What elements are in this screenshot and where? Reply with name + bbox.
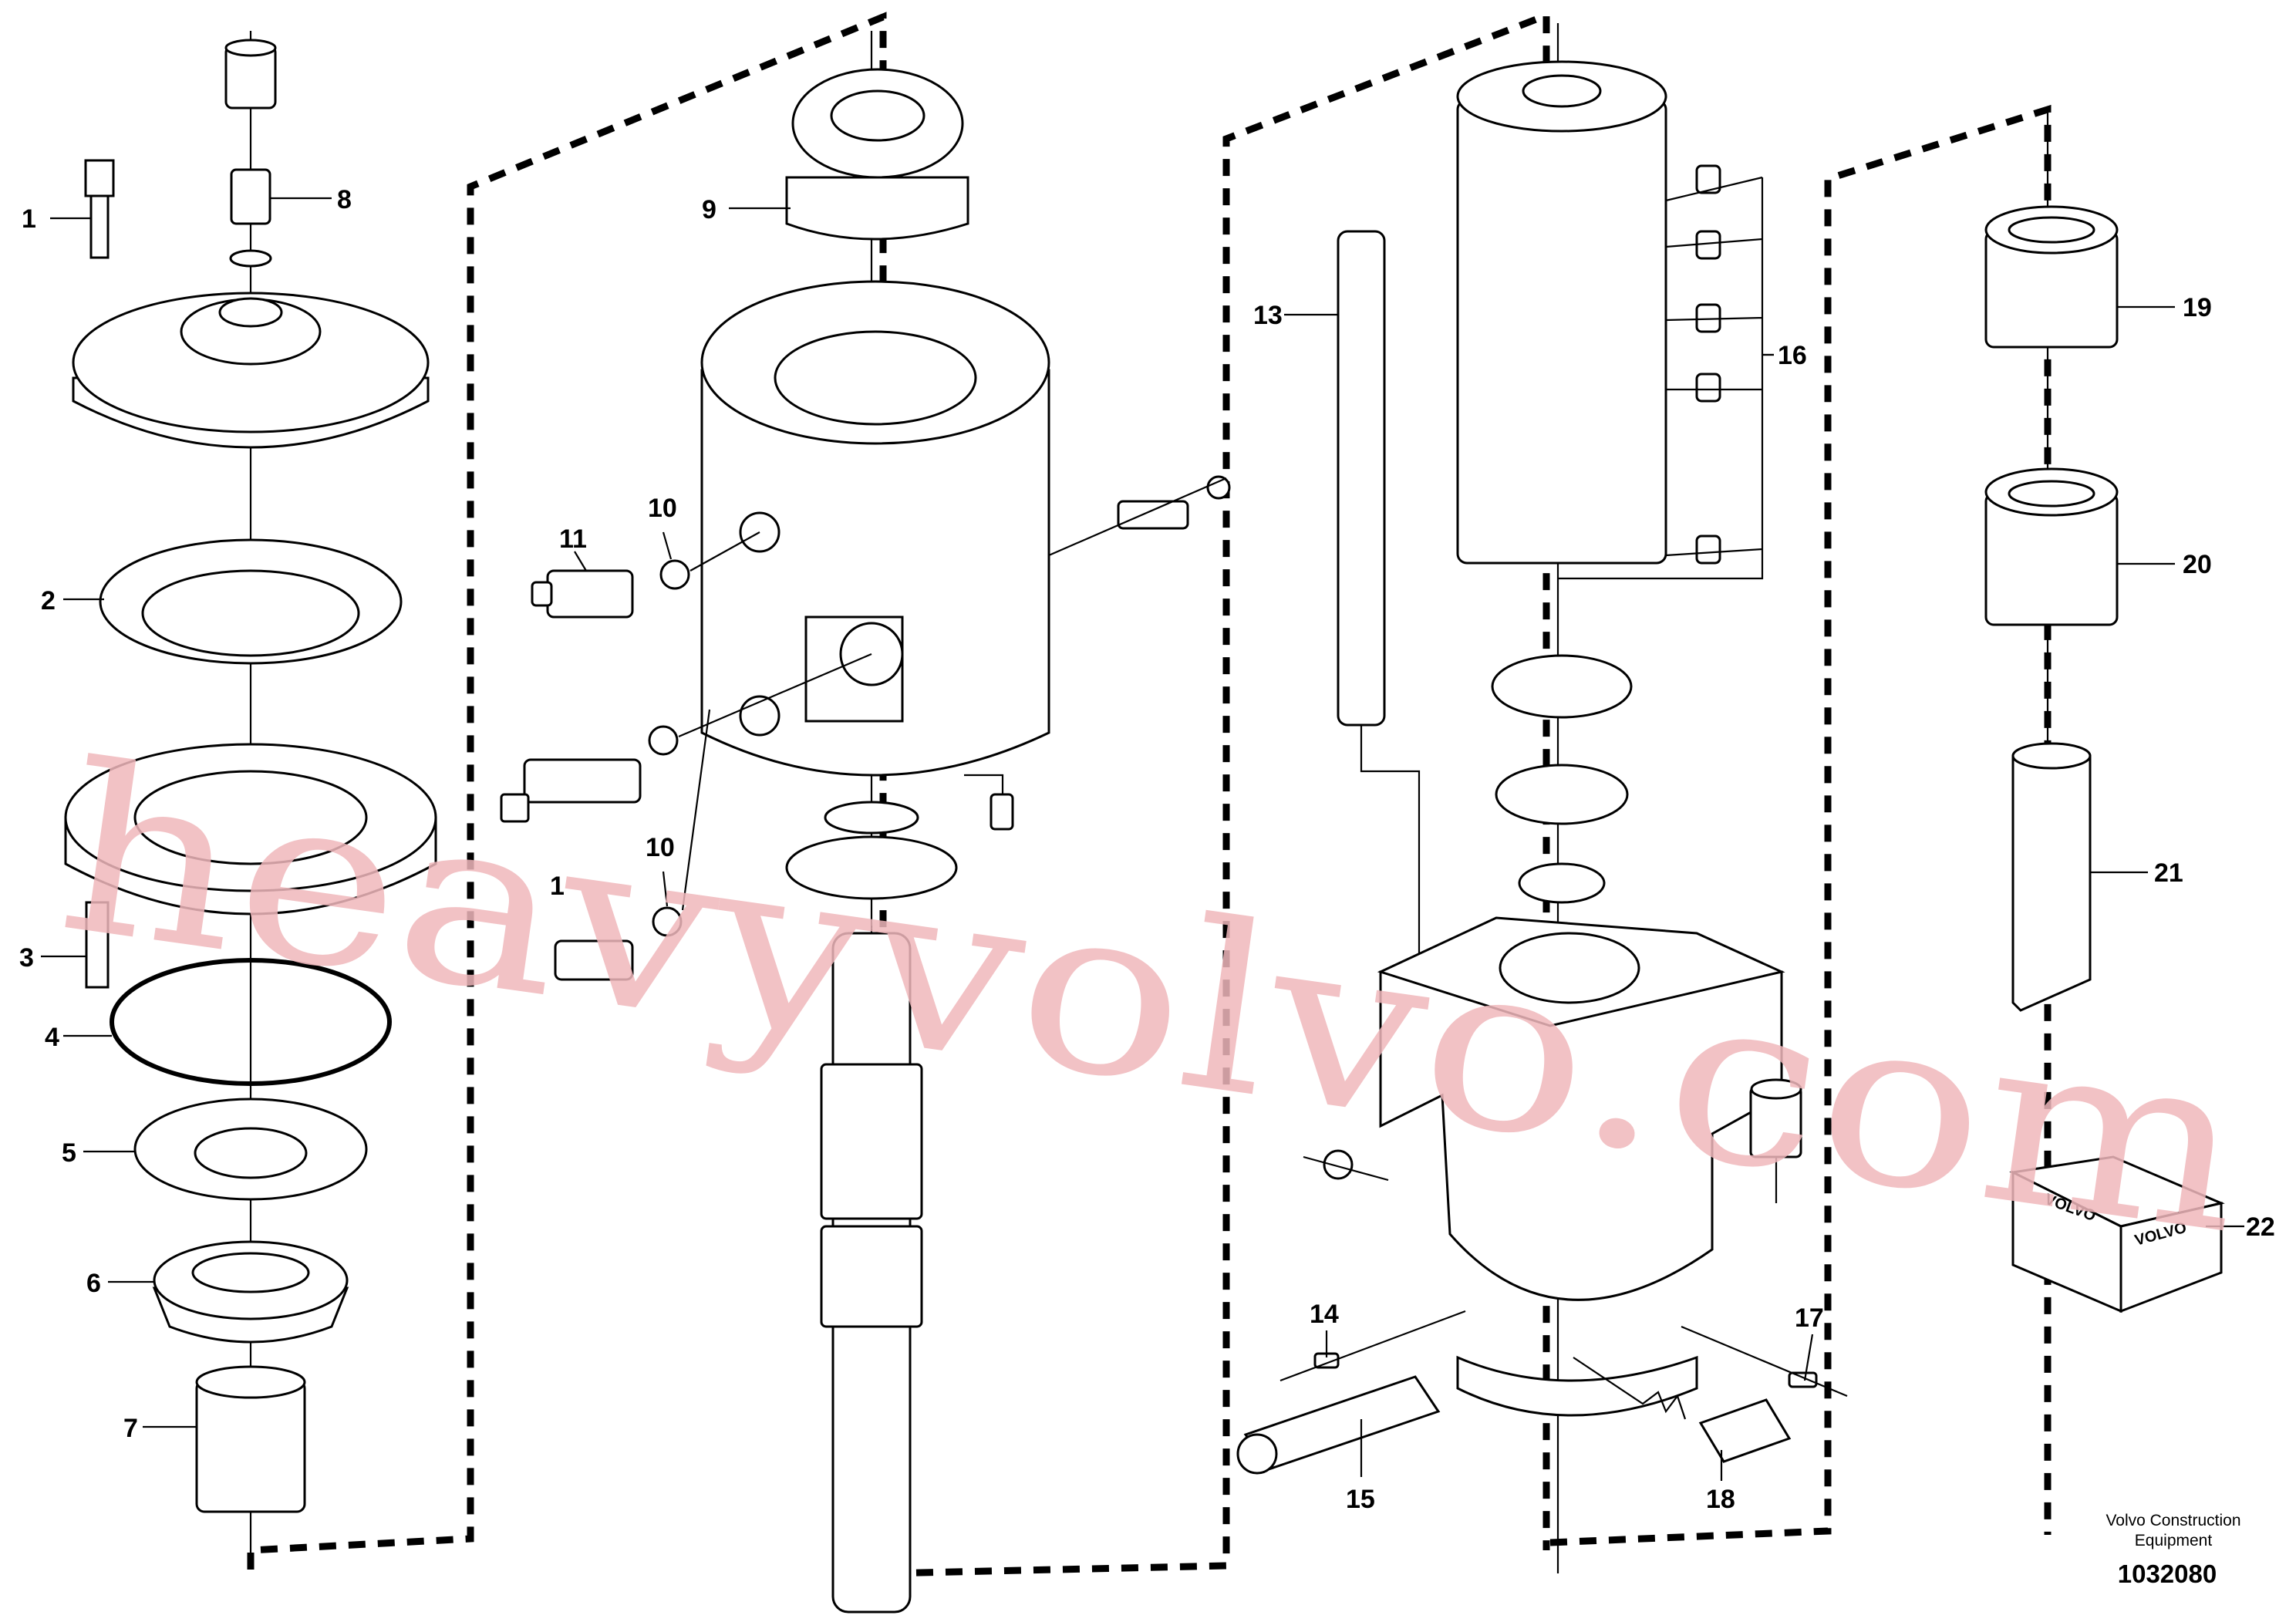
callout-14: 14 (1310, 1300, 1339, 1329)
column-3-parts (964, 23, 1848, 1573)
watermark-text: heavyvolvo.com (46, 713, 2261, 1286)
callout-22: 22 (2246, 1212, 2275, 1242)
callout-15: 15 (1346, 1485, 1375, 1514)
callout-19: 19 (2183, 293, 2212, 322)
diagram-number: 1032080 (2118, 1560, 2217, 1588)
callout-1: 1 (22, 204, 36, 234)
column-4-parts: VOLVO VOLVO (1984, 108, 2225, 1313)
callout-18: 18 (1706, 1485, 1735, 1514)
callout-5: 5 (62, 1138, 76, 1168)
callout-10-lower: 10 (646, 833, 675, 862)
callout-2: 2 (41, 586, 56, 615)
callout-21: 21 (2154, 858, 2183, 888)
column-2-parts (500, 31, 1231, 1614)
caption-block: Volvo Construction Equipment 1032080 (2106, 1512, 2240, 1588)
callout-17: 17 (1795, 1303, 1824, 1333)
callout-11-upper: 11 (559, 524, 587, 554)
callout-labels: 1 8 9 10 11 13 16 19 2 20 3 4 5 6 7 14 1… (19, 185, 2275, 1514)
callout-3: 3 (19, 943, 34, 973)
callout-6: 6 (86, 1269, 101, 1298)
column-1-parts (64, 31, 437, 1570)
callout-10-upper: 10 (648, 494, 677, 523)
callout-7: 7 (123, 1414, 138, 1443)
callout-9: 9 (702, 195, 716, 224)
caption-line-1: Volvo Construction (2106, 1512, 2240, 1529)
callout-20: 20 (2183, 550, 2212, 579)
callout-1-lower: 1 (550, 872, 565, 901)
leader-lines (41, 197, 2244, 1481)
callout-13: 13 (1253, 301, 1283, 330)
callout-4: 4 (45, 1023, 59, 1052)
callout-8: 8 (337, 185, 352, 214)
callout-16: 16 (1778, 341, 1807, 370)
caption-line-2: Equipment (2135, 1532, 2213, 1549)
